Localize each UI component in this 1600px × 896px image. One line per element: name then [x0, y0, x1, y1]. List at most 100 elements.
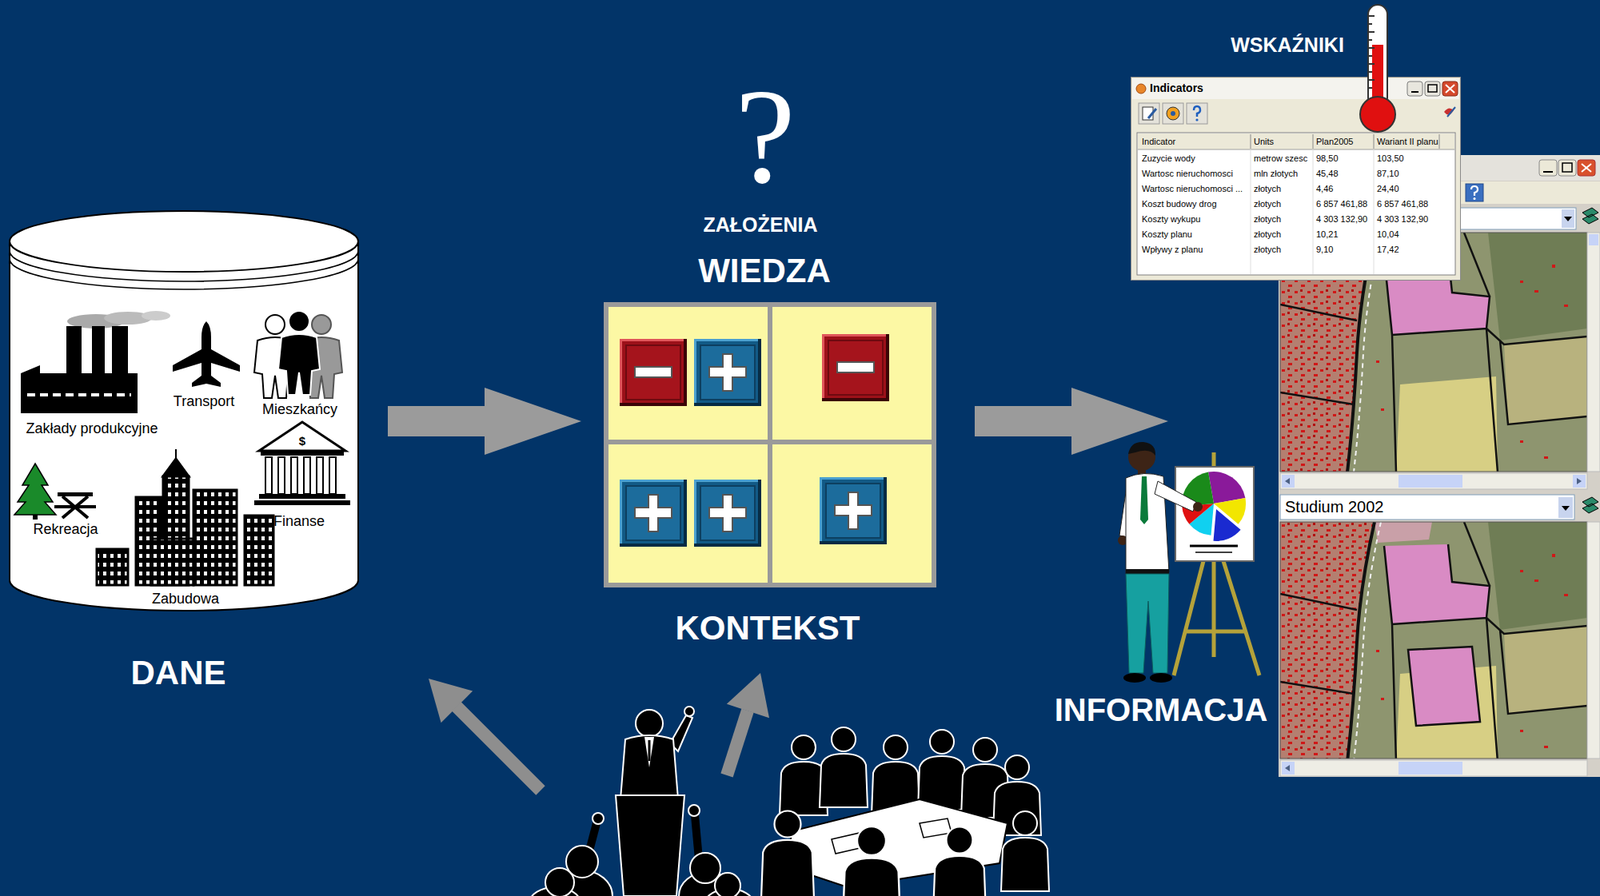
presenter-figure-part — [1128, 442, 1156, 456]
section-heading: INFORMACJA — [1054, 691, 1269, 729]
presenter-figure-part — [1213, 509, 1241, 542]
table-cell: 24,40 — [1376, 183, 1400, 195]
question-mark: ? — [734, 68, 795, 205]
speaker-audience-part — [620, 735, 679, 800]
table-header: Wariant II planu — [1376, 136, 1439, 148]
indicators-window-frame-part — [1442, 81, 1458, 96]
speaker-audience-part — [690, 853, 721, 884]
icon-label: Mieszkańcy — [262, 401, 338, 419]
buildings-icon-part — [151, 538, 194, 586]
table-cell: złotych — [1253, 229, 1281, 240]
table-cell: 9,10 — [1316, 244, 1333, 256]
knowledge-grid-shape-part — [772, 307, 932, 440]
presenter-figure-part — [1175, 466, 1254, 562]
map-window-frame-part — [1558, 159, 1577, 176]
table-cell: 6 857 461,88 — [1316, 199, 1368, 210]
presenter-figure-part — [1189, 545, 1238, 548]
dollar-sign: $ — [299, 434, 306, 448]
meeting-group-part — [842, 826, 901, 896]
thermometer-part — [1360, 96, 1396, 132]
knowledge-grid-shape — [603, 302, 937, 588]
buildings-icon-part — [193, 490, 237, 586]
bank-icon-part — [259, 422, 346, 451]
indicators-window-frame-part — [1193, 106, 1201, 117]
indicators-window-frame-part — [1447, 107, 1456, 117]
map-window-frame-part — [1280, 494, 1575, 520]
icon-label: Zakłady produkcyjne — [25, 420, 158, 438]
assumptions-label: ZAŁOŻENIA — [702, 213, 818, 237]
knowledge-grid-shape-part — [619, 339, 687, 407]
table-cell: złotych — [1253, 199, 1281, 210]
indicators-window: IndicatorsIndicatorUnitsPlan2005Wariant … — [1130, 76, 1461, 281]
presenter-figure-part — [1140, 476, 1149, 525]
bank-icon-part — [254, 500, 351, 506]
presenter-figure — [1117, 442, 1260, 683]
section-heading: DANE — [130, 654, 226, 693]
icon-label: Zabudowa — [151, 590, 220, 608]
indicators-window-frame-part — [1445, 84, 1455, 93]
table-cell: Wartosc nieruchomosci — [1141, 168, 1233, 180]
meeting-group-part — [933, 827, 986, 896]
table-cell: złotych — [1253, 244, 1281, 256]
icon-label: Rekreacja — [32, 521, 98, 539]
thermometer-part — [1372, 44, 1384, 116]
feedback-arrows-part — [726, 710, 748, 776]
recreation-icon-part — [54, 505, 96, 509]
block-arrow — [387, 387, 582, 455]
feedback-arrows-part — [726, 673, 770, 719]
thermometer-part — [1368, 4, 1388, 108]
table-cell: 10,04 — [1376, 229, 1400, 240]
recreation-icon-part — [32, 514, 38, 520]
airplane-icon — [172, 321, 240, 388]
table-cell: 4 303 132,90 — [1376, 214, 1429, 225]
indicators-window-frame-part — [1428, 84, 1437, 92]
table-cell: metrow szesc — [1253, 153, 1308, 164]
table-cell: Koszty wykupu — [1141, 214, 1201, 225]
recreation-icon-part — [14, 463, 56, 515]
table-cell: 45,48 — [1316, 168, 1339, 180]
section-heading: WIEDZA — [698, 251, 831, 291]
bank-icon — [254, 422, 351, 506]
map-window-frame-part — [1280, 232, 1588, 472]
indicators-window-frame-part — [1162, 103, 1184, 124]
speaker-audience-part — [635, 710, 663, 738]
indicators-window-frame-part — [1186, 103, 1208, 124]
map-window-frame-part — [1280, 473, 1588, 490]
presenter-figure-part — [1123, 673, 1146, 683]
recreation-icon — [14, 463, 96, 520]
block-arrow — [974, 387, 1169, 455]
map-window-frame-part — [1561, 209, 1575, 228]
knowledge-grid-shape-part — [772, 444, 932, 583]
bank-icon-part — [260, 450, 344, 456]
knowledge-grid-shape-part — [603, 302, 937, 588]
icon-label: Finanse — [273, 513, 325, 531]
buildings-icon-part — [163, 458, 189, 477]
presenter-figure-part — [1195, 551, 1233, 554]
table-cell: złotych — [1253, 183, 1281, 195]
map-window-frame-part-part — [1280, 522, 1588, 759]
map-window-frame-part — [1572, 474, 1586, 488]
indicators-window-frame-part — [1166, 107, 1180, 120]
map-window-frame-part — [1284, 765, 1290, 772]
map-window-frame-part — [1582, 207, 1599, 224]
buildings-icon-part — [244, 515, 274, 586]
map-window-frame-part — [1471, 186, 1478, 196]
speaker-audience-part — [545, 868, 575, 896]
speaker-audience-part — [615, 795, 685, 896]
map-window-frame-part — [1280, 522, 1588, 759]
table-cell: 103,50 — [1376, 153, 1405, 164]
table-cell: 17,42 — [1376, 244, 1400, 256]
meeting-group-part — [761, 811, 814, 896]
map-window-frame-part — [1281, 762, 1295, 775]
map-window-frame-part — [1398, 762, 1463, 775]
table-cell: Zuzycie wody — [1141, 153, 1196, 164]
map-window-frame-part-part — [1280, 232, 1588, 472]
table-header: Indicator — [1141, 136, 1176, 148]
presenter-figure-part — [1149, 673, 1173, 683]
speaker-audience-part — [688, 805, 700, 817]
database-cylinder-shape-part — [9, 241, 359, 611]
indicators-window-frame-part — [1195, 118, 1198, 121]
table-header: Plan2005 — [1316, 136, 1354, 148]
meeting-group-part — [819, 727, 868, 808]
